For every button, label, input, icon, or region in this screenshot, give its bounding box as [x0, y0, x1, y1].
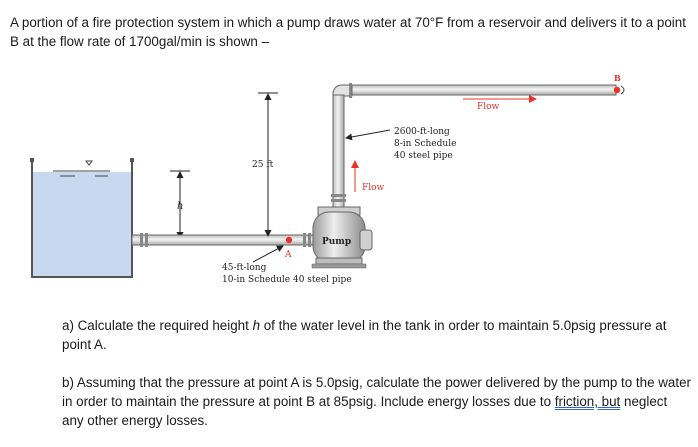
discharge-pipe-line-2: 8-in Schedule — [394, 139, 456, 149]
question-a-text-2: of the water level in the tank in order … — [62, 318, 667, 352]
problem-intro: A portion of a fire protection system in… — [10, 15, 686, 49]
suction-pipe-label: 45-ft-long 10-in Schedule 40 steel pipe — [222, 263, 352, 285]
label-pump: Pump — [322, 237, 351, 247]
reservoir-tank — [30, 158, 134, 278]
label-a: A — [284, 250, 292, 260]
suction-pipe-line-1: 45-ft-long — [222, 263, 267, 273]
question-b-underlined: friction, but — [554, 394, 621, 409]
discharge-pipe-vertical — [331, 91, 346, 209]
suction-pipe-line-2: 10-in Schedule 40 steel pipe — [222, 275, 352, 285]
height-25ft-dimension — [258, 92, 278, 237]
pump — [311, 206, 373, 269]
label-h: h — [177, 201, 183, 212]
discharge-pipe-pointer — [345, 129, 391, 141]
question-a: a) Calculate the required height h of th… — [62, 316, 682, 354]
pipe-elbow — [332, 83, 353, 98]
discharge-pipe-label: 2600-ft-long 8-in Schedule 40 steel pipe — [394, 127, 459, 161]
point-b-marker — [613, 86, 621, 94]
question-b: b) Assuming that the pressure at point A… — [62, 373, 692, 430]
question-b-text-2: neglect any other energy losses. — [62, 394, 668, 428]
discharge-pipe-line-3: 40 steel pipe — [394, 151, 453, 161]
pipe-end-break — [620, 85, 625, 95]
discharge-pipe-line-1: 2600-ft-long — [394, 127, 450, 137]
label-flow-top: Flow — [477, 102, 500, 112]
discharge-pipe-horizontal — [351, 84, 617, 96]
question-a-text-1: a) Calculate the required height — [62, 318, 253, 333]
question-b-text-1: b) Assuming that the pressure at point A… — [62, 375, 691, 409]
point-a-marker — [285, 236, 293, 244]
label-flow-vertical: Flow — [362, 183, 385, 193]
water-level-symbol — [53, 160, 110, 177]
label-b: B — [614, 73, 621, 83]
label-25ft: 25 ft — [252, 160, 274, 170]
question-a-variable: h — [252, 318, 261, 333]
suction-pipe-pointer — [252, 245, 284, 263]
